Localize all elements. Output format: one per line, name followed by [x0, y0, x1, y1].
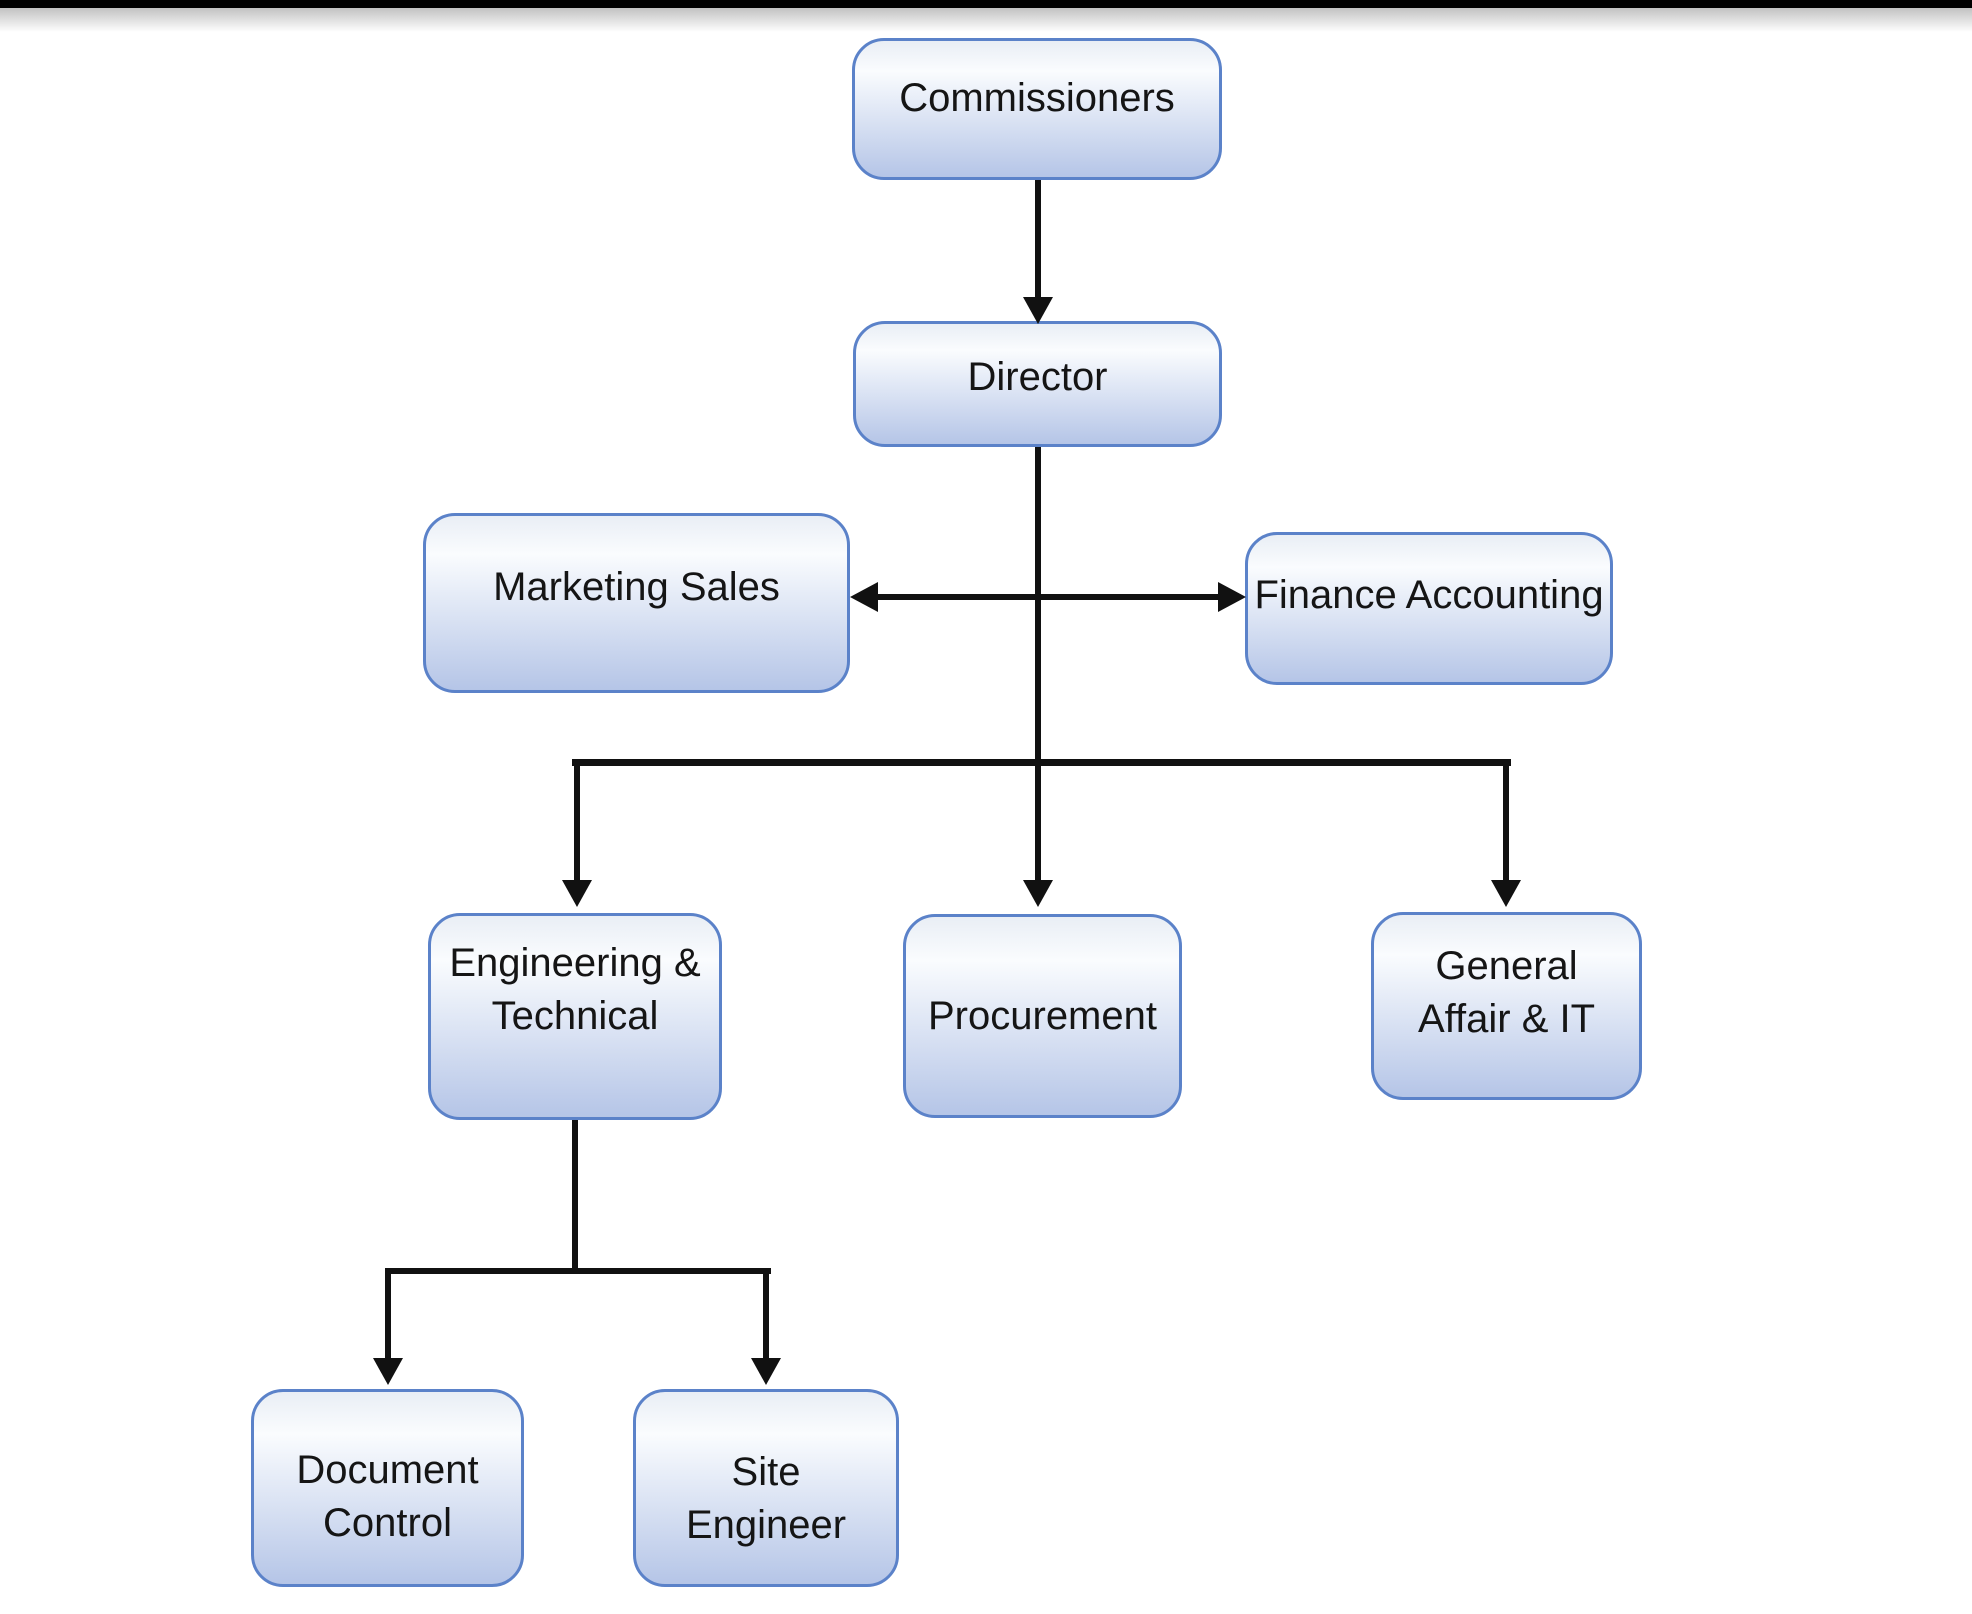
node-engineering-technical-label: Engineering & Technical: [449, 941, 701, 1038]
scan-edge-bar: [0, 0, 1972, 8]
node-site-engineer-label: Site Engineer: [685, 1450, 847, 1547]
arrowhead-right-finance-accounting: [1218, 582, 1246, 612]
connector-engineering-trunk: [572, 1120, 578, 1271]
connector-distribution-line: [572, 759, 1511, 766]
node-procurement-label: Procurement: [928, 993, 1157, 1038]
arrowhead-down-engineering: [562, 880, 592, 907]
node-general-affair-it-label: General Affair & IT: [1417, 944, 1596, 1041]
node-director: Director: [853, 321, 1222, 447]
connector-engineering-distribution-line: [385, 1268, 771, 1274]
node-marketing-sales-label: Marketing Sales: [493, 564, 780, 609]
node-finance-accounting: Finance Accounting: [1245, 532, 1613, 685]
node-commissioners-label: Commissioners: [899, 75, 1175, 120]
connector-director-trunk: [1035, 447, 1041, 883]
connector-engineering-document-control: [385, 1274, 391, 1360]
node-commissioners: Commissioners: [852, 38, 1222, 180]
connector-director-engineering: [574, 765, 580, 883]
arrowhead-down-director: [1023, 297, 1053, 324]
arrowhead-down-general-affair: [1491, 880, 1521, 907]
connector-director-finance-accounting: [1038, 594, 1218, 600]
scan-edge-shadow: [0, 8, 1972, 32]
node-engineering-technical: Engineering & Technical: [428, 913, 722, 1120]
connector-engineering-site-engineer: [763, 1274, 769, 1360]
arrowhead-down-procurement: [1023, 880, 1053, 907]
node-finance-accounting-label: Finance Accounting: [1254, 572, 1604, 617]
arrowhead-down-document-control: [373, 1358, 403, 1385]
connector-director-general-affair: [1503, 765, 1509, 883]
arrowhead-left-marketing-sales: [850, 582, 878, 612]
node-director-label: Director: [967, 354, 1108, 399]
connector-commissioners-director: [1035, 180, 1041, 300]
node-site-engineer: Site Engineer: [633, 1389, 899, 1587]
node-marketing-sales: Marketing Sales: [423, 513, 850, 693]
node-general-affair-it: General Affair & IT: [1371, 912, 1642, 1100]
node-procurement: Procurement: [903, 914, 1182, 1118]
connector-director-marketing-sales: [878, 594, 1038, 600]
node-document-control-label: Document Control: [296, 1448, 479, 1545]
node-document-control: Document Control: [251, 1389, 524, 1587]
arrowhead-down-site-engineer: [751, 1358, 781, 1385]
